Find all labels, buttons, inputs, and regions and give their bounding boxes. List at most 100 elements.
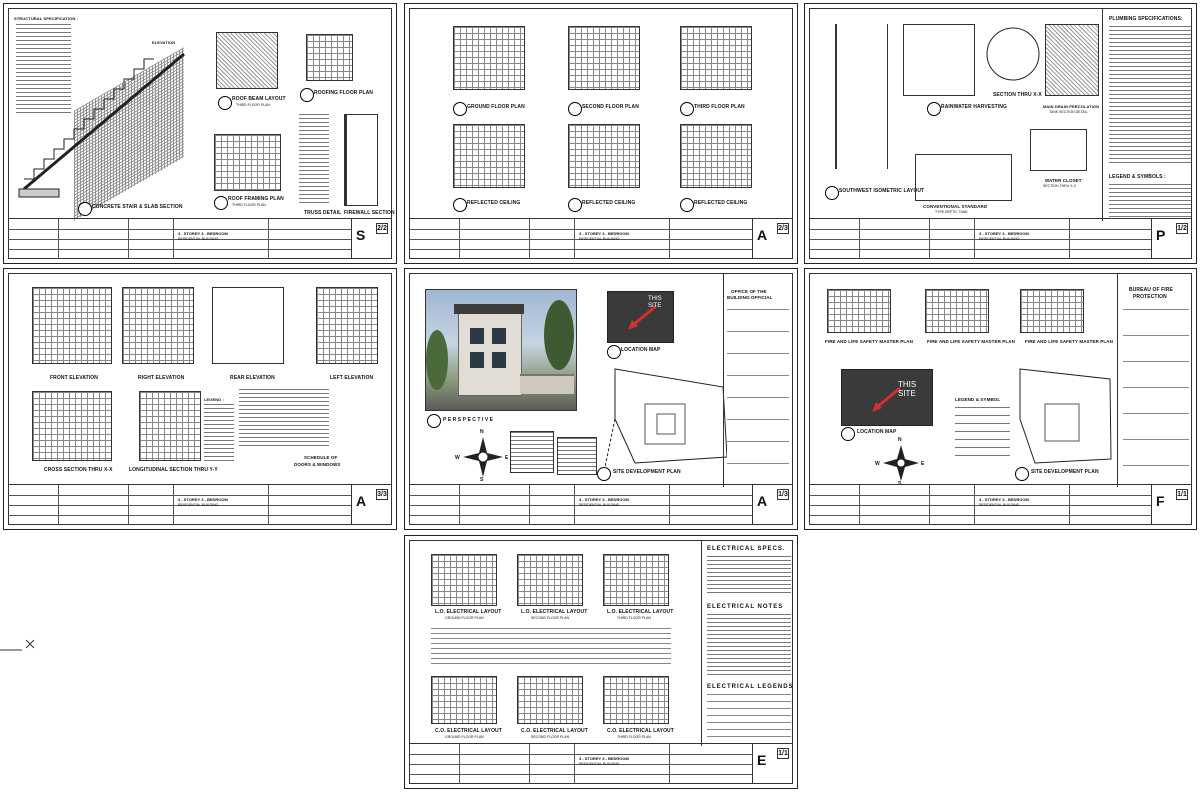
- plumbing-spec-notes: [1109, 26, 1191, 166]
- tb-line: [809, 495, 1152, 496]
- sheet-elevations[interactable]: FRONT ELEVATION RIGHT ELEVATION REAR ELE…: [3, 268, 397, 530]
- co-layout-2: [517, 676, 583, 724]
- schedule-subtitle: DOORS & WINDOWS: [294, 462, 341, 467]
- project-title: 3 - STOREY 3 - BEDROOM: [178, 497, 228, 502]
- lo-layout-1-title: L.O. ELECTRICAL LAYOUT: [435, 609, 502, 615]
- project-title: 3 - STOREY 3 - BEDROOM: [979, 497, 1029, 502]
- sheet-frame: [809, 8, 1192, 259]
- lo-layout-2-subtitle: SECOND FLOOR PLAN: [531, 616, 570, 620]
- tb-line: [8, 229, 352, 230]
- fire-plan-2: [925, 289, 989, 333]
- detail-bubble: [680, 102, 694, 116]
- rear-elevation-title: REAR ELEVATION: [230, 375, 275, 381]
- lo-layout-3-title: L.O. ELECTRICAL LAYOUT: [607, 609, 674, 615]
- detail-bubble: [597, 467, 611, 481]
- sheet-plumbing[interactable]: PLUMBING SPECIFICATIONS: LEGEND & SYMBOL…: [804, 3, 1197, 264]
- tb-col: [1069, 485, 1070, 525]
- sheet-floor-plans[interactable]: GROUND FLOOR PLAN SECOND FLOOR PLAN THIR…: [404, 3, 798, 264]
- sheet-fire-safety[interactable]: FIRE AND LIFE SAFETY MASTER PLAN FIRE AN…: [804, 268, 1197, 530]
- site-plan-title: SITE DEVELOPMENT PLAN: [1031, 469, 1099, 475]
- tb-col: [58, 485, 59, 525]
- tb-col: [974, 485, 975, 525]
- legend-heading: LEGEND & SYMBOL: [955, 397, 1001, 402]
- left-elevation-title: LEFT ELEVATION: [330, 375, 374, 381]
- tb-col: [669, 219, 670, 259]
- this-site-label: THIS SITE: [648, 296, 662, 309]
- second-floor-title: SECOND FLOOR PLAN: [582, 104, 639, 110]
- lo-layout-3: [603, 554, 669, 606]
- tb-line: [8, 249, 352, 250]
- tb-line: [809, 515, 1152, 516]
- site-plan-title: SITE DEVELOPMENT PLAN: [613, 469, 681, 475]
- detail-bubble: [927, 102, 941, 116]
- title-block-cells: 3 - STOREY 3 - BEDROOM RESIDENTIAL BUILD…: [8, 485, 352, 525]
- bureau-title-line2: PROTECTION: [1133, 294, 1167, 300]
- roof-beam-plan: [216, 32, 278, 89]
- percolation-subtitle: TANK SECTION DETAIL: [1049, 110, 1088, 114]
- firewall-section-drawing: [344, 114, 378, 206]
- tb-col: [128, 485, 129, 525]
- detail-bubble: [1015, 467, 1029, 481]
- title-block: 3 - STOREY 3 - BEDROOM RESIDENTIAL BUILD…: [809, 218, 1192, 259]
- location-map-title: LOCATION MAP: [857, 429, 897, 435]
- legend-heading: LEGEND :: [204, 397, 224, 402]
- tb-col: [173, 485, 174, 525]
- tb-col: [859, 219, 860, 259]
- truss-detail-title: TRUSS DETAIL: [304, 210, 342, 216]
- compass-rose-icon: [463, 437, 503, 477]
- roof-framing-subtitle: THIRD FLOOR PLAN: [232, 203, 266, 207]
- detail-bubble: [607, 345, 621, 359]
- right-elevation-drawing: [122, 287, 194, 364]
- sheet-code-letter: S: [356, 227, 366, 243]
- sheet-code-number: 1/1: [777, 748, 789, 759]
- sheet-code-letter: A: [356, 493, 367, 509]
- tb-col: [574, 219, 575, 259]
- legend-rows: [955, 407, 1010, 457]
- co-layout-1-title: C.O. ELECTRICAL LAYOUT: [435, 728, 502, 734]
- tb-col: [529, 744, 530, 784]
- house-window: [492, 352, 506, 368]
- lo-layout-1-subtitle: GROUND FLOOR PLAN: [445, 616, 484, 620]
- house-roof: [454, 304, 524, 314]
- sheet-code-number: 3/3: [376, 489, 388, 500]
- sheet-code-letter: E: [757, 752, 767, 768]
- detail-bubble: [568, 198, 582, 212]
- project-title: 3 - STOREY 3 - BEDROOM: [979, 231, 1029, 236]
- project-title: 3 - STOREY 3 - BEDROOM: [178, 231, 228, 236]
- tb-line: [8, 495, 352, 496]
- sheet-electrical[interactable]: L.O. ELECTRICAL LAYOUT GROUND FLOOR PLAN…: [404, 535, 798, 789]
- electrical-specs-text: [707, 556, 791, 596]
- this-site-label: THIS SITE: [898, 380, 917, 398]
- sheet-code-letter: F: [1156, 493, 1165, 509]
- co-layout-2-title: C.O. ELECTRICAL LAYOUT: [521, 728, 588, 734]
- tb-col: [574, 485, 575, 525]
- sheet-structural[interactable]: STRUCTURAL SPECIFICATION : ELEVATION CON…: [3, 3, 397, 264]
- lo-layout-1: [431, 554, 497, 606]
- ground-floor-title: GROUND FLOOR PLAN: [467, 104, 525, 110]
- symbols-list: [431, 628, 671, 668]
- detail-bubble: [453, 102, 467, 116]
- tb-col: [929, 219, 930, 259]
- specs-divider: [701, 540, 702, 746]
- bureau-title-line1: BUREAU OF FIRE: [1129, 287, 1173, 293]
- cross-section-drawing: [32, 391, 112, 461]
- stair-lines: [18, 52, 185, 198]
- tb-col: [459, 744, 460, 784]
- percolation-title: MAIN DRAIN PERCOLATION: [1043, 104, 1100, 109]
- third-floor-title: THIRD FLOOR PLAN: [694, 104, 745, 110]
- tb-line: [409, 764, 753, 765]
- sheet-code: F 1/1: [1151, 485, 1192, 525]
- tb-col: [929, 485, 930, 525]
- location-map: THIS SITE: [607, 291, 674, 343]
- longitudinal-section-drawing: [139, 391, 201, 461]
- sheet-frame: [8, 273, 392, 525]
- sheet-perspective-site[interactable]: PERSPECTIVE THIS SITE LOCATION MAP SITE …: [404, 268, 798, 530]
- tb-col: [859, 485, 860, 525]
- legend-rows: [204, 404, 234, 464]
- house-window: [470, 328, 484, 344]
- longitudinal-section-title: LONGITUDINAL SECTION THRU Y-Y: [129, 467, 218, 473]
- rear-elevation-drawing: [212, 287, 284, 364]
- tb-col: [268, 485, 269, 525]
- detail-bubble: [214, 196, 228, 210]
- detail-bubble: [841, 427, 855, 441]
